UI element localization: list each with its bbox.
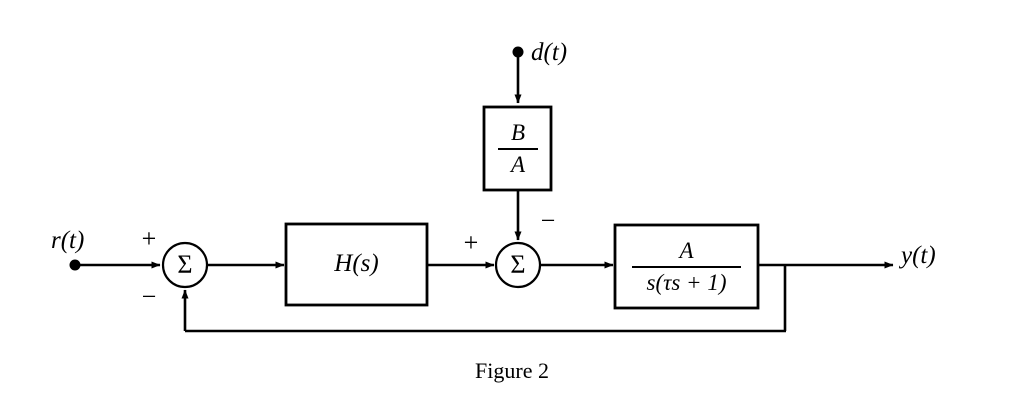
disturbance-gain-fraction-bar [498,148,538,150]
plant-fraction-bar [632,266,741,268]
plant-fraction: A s(τs + 1) [632,232,741,302]
plant-denominator: s(τs + 1) [646,270,727,295]
summer2-plus-sign: + [463,228,479,257]
figure-caption: Figure 2 [475,358,549,383]
disturbance-gain-numerator: B [510,119,526,145]
summer2-minus-sign: − [540,206,556,235]
disturbance-gain-denominator: A [510,152,526,177]
reference-input-label: r(t) [51,227,85,254]
summing-junction-2-symbol: Σ [510,250,526,279]
summing-junction-1-symbol: Σ [177,250,193,279]
disturbance-gain-fraction: B A [498,114,538,184]
summer1-plus-sign: + [141,224,157,253]
controller-block-label: H(s) [334,250,379,277]
summer1-minus-sign: − [141,282,157,311]
disturbance-input-label: d(t) [531,39,568,66]
plant-numerator: A [679,237,694,263]
output-label: y(t) [901,242,936,269]
